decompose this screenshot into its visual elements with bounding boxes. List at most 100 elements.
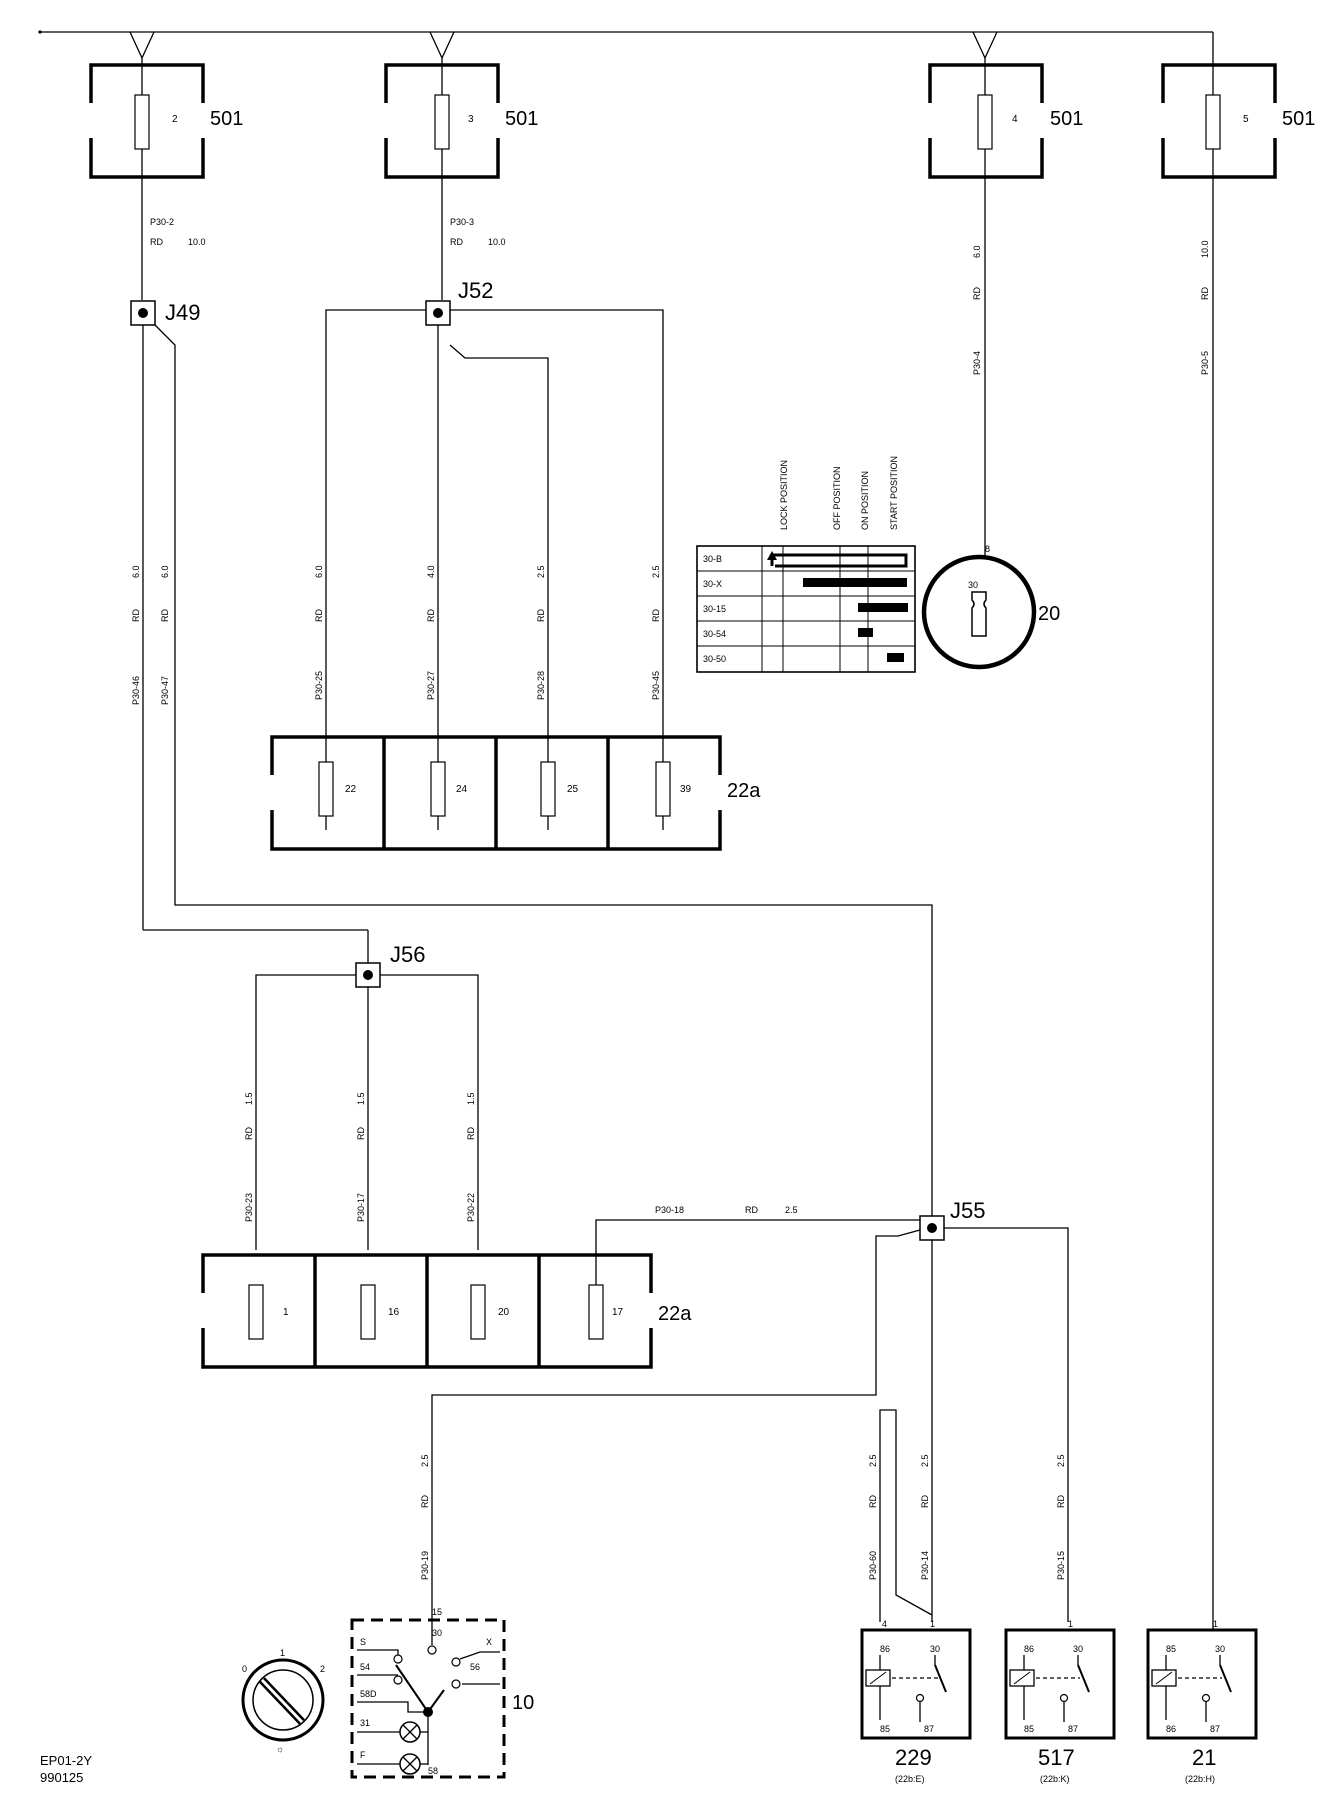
svg-text:P30-27: P30-27 — [426, 671, 436, 700]
svg-text:(22b:H): (22b:H) — [1185, 1774, 1215, 1784]
svg-text:30: 30 — [968, 580, 978, 590]
svg-text:RD: RD — [150, 237, 163, 247]
key-icon — [971, 591, 987, 637]
svg-text:30: 30 — [930, 1644, 940, 1654]
svg-text:P30-47: P30-47 — [160, 676, 170, 705]
svg-text:0: 0 — [242, 1664, 247, 1674]
svg-text:P30-23: P30-23 — [244, 1193, 254, 1222]
svg-text:4.0: 4.0 — [426, 565, 436, 578]
fuse-icon — [360, 1284, 376, 1340]
light-switch-label: 10 — [512, 1692, 534, 1714]
fuse-icon — [655, 761, 671, 817]
svg-text:P30-25: P30-25 — [314, 671, 324, 700]
svg-text:1.5: 1.5 — [466, 1092, 476, 1105]
fuse-icon — [134, 94, 150, 150]
wire-p30-4: 6.0 RD P30-4 — [972, 177, 986, 545]
svg-text:15: 15 — [432, 1607, 442, 1617]
svg-text:2.5: 2.5 — [785, 1205, 798, 1215]
svg-text:87: 87 — [924, 1724, 934, 1734]
svg-text:X: X — [486, 1637, 492, 1647]
svg-text:1.5: 1.5 — [356, 1092, 366, 1105]
svg-text:P30-60: P30-60 — [868, 1551, 878, 1580]
svg-text:58D: 58D — [360, 1689, 377, 1699]
svg-text:85: 85 — [880, 1724, 890, 1734]
fuse-icon — [430, 761, 446, 817]
top-power-bus — [38, 30, 1214, 60]
fuse-number: 2 — [172, 114, 178, 125]
svg-text:1: 1 — [1213, 1619, 1218, 1629]
svg-text:(22b:K): (22b:K) — [1040, 1774, 1070, 1784]
fuse-number: 3 — [468, 114, 474, 125]
svg-text:RD: RD — [1056, 1495, 1066, 1508]
svg-text:P30-45: P30-45 — [651, 671, 661, 700]
splice-j52: J52 — [425, 278, 493, 326]
fusebox-label: 22a — [727, 780, 761, 802]
svg-text:6.0: 6.0 — [314, 565, 324, 578]
relay-21: 1 85 30 86 87 21 (22b:H) — [1146, 1619, 1258, 1784]
drawing-code: EP01-2Y — [40, 1753, 92, 1768]
svg-text:30-B: 30-B — [703, 554, 722, 564]
fusebox-label: 22a — [658, 1303, 692, 1325]
svg-text:30-X: 30-X — [703, 579, 722, 589]
svg-text:S: S — [360, 1637, 366, 1647]
svg-text:25: 25 — [567, 784, 579, 795]
fusebox-label: 501 — [210, 108, 243, 130]
relay-label: 21 — [1192, 1745, 1216, 1770]
svg-text:RD: RD — [972, 287, 982, 300]
svg-text:J56: J56 — [390, 942, 425, 967]
svg-text:LOCK POSITION: LOCK POSITION — [779, 460, 789, 530]
svg-text:2.5: 2.5 — [1056, 1454, 1066, 1467]
fuse-icon — [248, 1284, 264, 1340]
svg-text:24: 24 — [456, 784, 468, 795]
svg-text:31: 31 — [360, 1718, 370, 1728]
svg-text:P30-4: P30-4 — [972, 351, 982, 375]
light-switch-10: 15 30 S X 54 56 58D 31 F 58 10 — [350, 1607, 534, 1779]
svg-text:6.0: 6.0 — [131, 565, 141, 578]
svg-text:16: 16 — [388, 1307, 400, 1318]
svg-text:J49: J49 — [165, 300, 200, 325]
svg-text:P30-15: P30-15 — [1056, 1551, 1066, 1580]
svg-text:6.0: 6.0 — [972, 245, 982, 258]
svg-text:P30-5: P30-5 — [1200, 351, 1210, 375]
svg-text:RD: RD — [651, 609, 661, 622]
svg-text:10.0: 10.0 — [488, 237, 506, 247]
svg-text:86: 86 — [1024, 1644, 1034, 1654]
fuse-icon — [540, 761, 556, 817]
fuse-number: 5 — [1243, 114, 1249, 125]
svg-text:85: 85 — [1024, 1724, 1034, 1734]
svg-text:RD: RD — [536, 609, 546, 622]
svg-text:RD: RD — [420, 1495, 430, 1508]
svg-text:30-50: 30-50 — [703, 654, 726, 664]
fuse-icon — [1205, 94, 1221, 150]
svg-text:2.5: 2.5 — [868, 1454, 878, 1467]
svg-text:2.5: 2.5 — [920, 1454, 930, 1467]
ignition-switch-20: 8 30 20 — [921, 544, 1060, 670]
svg-text:RD: RD — [868, 1495, 878, 1508]
svg-text:86: 86 — [880, 1644, 890, 1654]
svg-text:39: 39 — [680, 784, 692, 795]
splice-j49: J49 — [130, 300, 200, 326]
fusebox-label: 501 — [505, 108, 538, 130]
svg-text:2.5: 2.5 — [420, 1454, 430, 1467]
fuse-number: 4 — [1012, 114, 1018, 125]
splice-j56: J56 1.5 RD P30-23 1.5 RD P30-17 1.5 RD P… — [244, 930, 479, 1250]
svg-text:1: 1 — [930, 1619, 935, 1629]
svg-text:58: 58 — [428, 1766, 438, 1776]
svg-text:30: 30 — [1215, 1644, 1225, 1654]
fusebox-501-2: 2 501 — [88, 58, 243, 179]
relay-517: 1 86 30 85 87 517 (22b:K) — [1004, 1619, 1116, 1784]
ignition-position-table: LOCK POSITION OFF POSITION ON POSITION S… — [696, 456, 916, 673]
relay-label: 517 — [1038, 1745, 1075, 1770]
svg-text:30-15: 30-15 — [703, 604, 726, 614]
svg-text:RD: RD — [131, 609, 141, 622]
svg-text:8: 8 — [985, 544, 990, 554]
fuse-icon — [977, 94, 993, 150]
svg-text:1: 1 — [1068, 1619, 1073, 1629]
svg-text:RD: RD — [160, 609, 170, 622]
svg-text:10.0: 10.0 — [188, 237, 206, 247]
lower-wire-labels: 2.5 RD P30-19 2.5 RD P30-60 2.5 RD P30-1… — [420, 1454, 1066, 1580]
fuse-icon — [318, 761, 334, 817]
svg-text:1: 1 — [280, 1648, 285, 1658]
fuse-icon — [434, 94, 450, 150]
wire-p30-2: P30-2 RD 10.0 — [141, 177, 206, 300]
